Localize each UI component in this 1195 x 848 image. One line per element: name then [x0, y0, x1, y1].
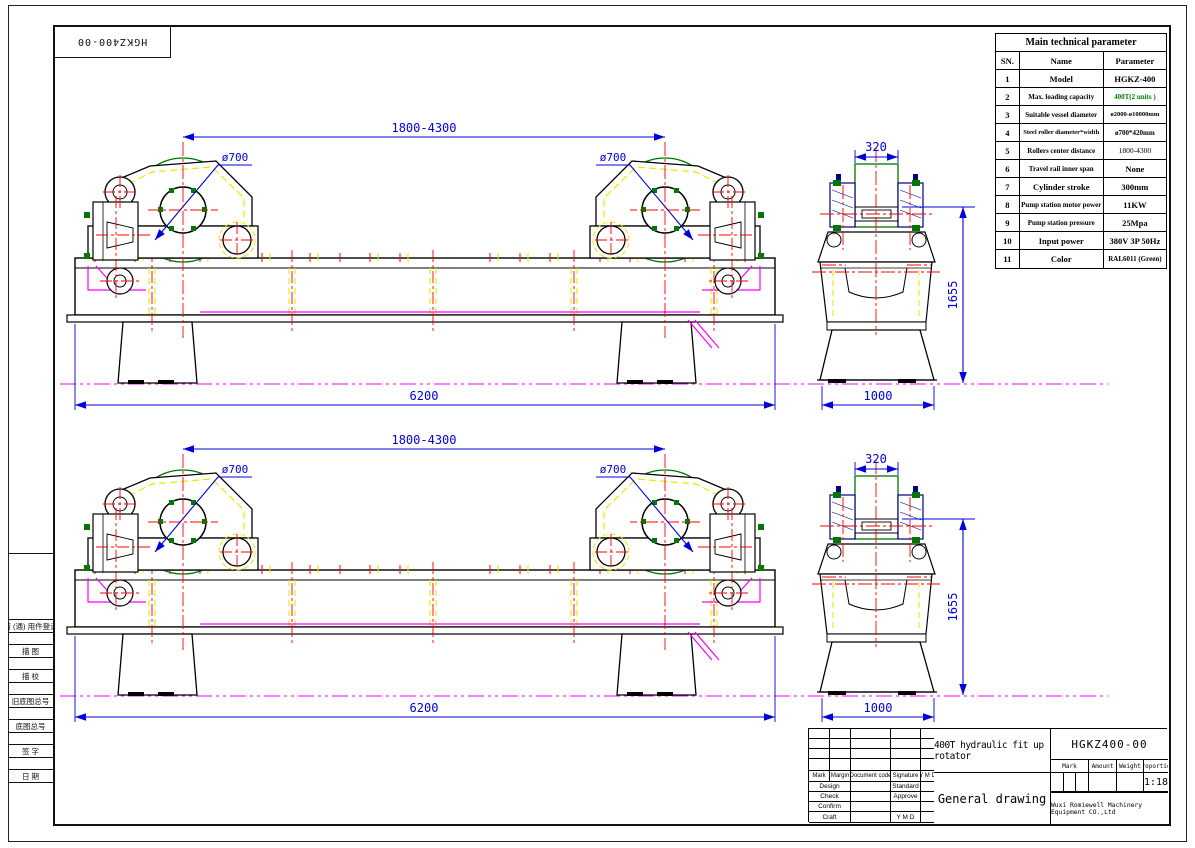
margin-blank-cell: [8, 553, 53, 620]
row-confirm-signature: [891, 802, 921, 812]
cell-sn: 2: [996, 88, 1020, 106]
cell-name: Model: [1019, 70, 1104, 88]
margin-field-label: 日 期: [8, 770, 53, 783]
right-header-row: Mark Amount Weight Proportion: [1051, 760, 1168, 773]
cell-sn: 9: [996, 214, 1020, 232]
margin-blank-cell: [8, 633, 53, 645]
scale-row: 1:18: [1051, 773, 1168, 792]
cell-param: None: [1103, 160, 1167, 178]
cell-sn: 11: [996, 250, 1020, 268]
cell-param: 11KW: [1103, 196, 1167, 214]
upper-drawing-row: [60, 121, 1108, 410]
margin-field-label: 描 图: [8, 645, 53, 658]
sheet-inner-frame: [53, 25, 1171, 826]
header-mark: Mark: [809, 771, 830, 782]
header-proportion: Proportion: [1144, 760, 1168, 773]
row-design: Design: [809, 782, 851, 792]
table-row: 5 Rollers center distance 1800-4300: [996, 142, 1167, 160]
row-design-signature: Standard: [891, 782, 921, 792]
param-table-header-row: SN. Name Parameter: [996, 52, 1167, 70]
cell-name: Steel roller diameter*width: [1019, 124, 1104, 142]
margin-field-label: 描 校: [8, 670, 53, 683]
drawing-number: HGKZ400-00: [1051, 729, 1168, 760]
cell-name: Pump station motor power: [1019, 196, 1104, 214]
cell-param: 25Mpa: [1103, 214, 1167, 232]
cell-name: Color: [1020, 250, 1104, 268]
lower-drawing-row: [60, 433, 1108, 722]
header-mark2: Mark: [1051, 760, 1089, 773]
drawing-name: General drawing: [934, 773, 1051, 824]
table-row: 2 Max. loading capacity 400T(2 units ): [996, 88, 1167, 106]
cell-name: Max. loading capacity: [1019, 88, 1104, 106]
cell-sn: 6: [996, 160, 1020, 178]
cell-param: 300mm: [1103, 178, 1167, 196]
table-row: 11 Color RAL6011 (Green): [996, 250, 1166, 268]
col-header-sn: SN.: [996, 52, 1020, 70]
table-row: 1 Model HGKZ-400: [996, 70, 1167, 88]
main-technical-parameter-table: Main technical parameter SN. Name Parame…: [995, 33, 1167, 269]
row-craft-signature: Y M D: [891, 812, 921, 823]
cell-param: ø2000-ø10000mm: [1103, 106, 1167, 124]
title-block-middle: 400T hydraulic fit up rotator General dr…: [934, 729, 1051, 824]
cell-sn: 10: [996, 232, 1020, 250]
cell-param: 400T(2 units ): [1103, 88, 1167, 106]
margin-blank-cell: [8, 708, 53, 720]
header-ymd: Y M D: [921, 771, 934, 782]
title-block: Mark Margin Document code Signature Y M …: [808, 728, 1168, 824]
margin-field-label: 签 字: [8, 745, 53, 758]
cell-sn: 4: [996, 124, 1020, 142]
header-amount: Amount: [1089, 760, 1117, 773]
param-table-title: Main technical parameter: [996, 34, 1166, 52]
cell-sn: 3: [996, 106, 1020, 124]
table-row: 3 Suitable vessel diameter ø2000-ø10000m…: [996, 106, 1167, 124]
cell-sn: 8: [996, 196, 1020, 214]
drawing-number-box: HGKZ400-00: [53, 25, 171, 58]
cell-sn: 7: [996, 178, 1020, 196]
cell-param: ø700*420mm: [1103, 124, 1167, 142]
margin-blank-cell: [8, 683, 53, 695]
margin-blank-cell: [8, 733, 53, 745]
product-title: 400T hydraulic fit up rotator: [934, 729, 1051, 773]
header-document-code: Document code: [851, 771, 891, 782]
cell-param: 380V 3P 50Hz: [1103, 232, 1167, 250]
cell-param: HGKZ-400: [1103, 70, 1167, 88]
table-row: 8 Pump station motor power 11KW: [996, 196, 1167, 214]
col-header-param: Parameter: [1103, 52, 1167, 70]
header-margin: Margin: [830, 771, 851, 782]
table-row: 9 Pump station pressure 25Mpa: [996, 214, 1167, 232]
row-craft: Craft: [809, 812, 851, 823]
margin-field-column: 借 (通) 用件登记 描 图 描 校 旧底图总号 底图总号 签 字 日 期: [8, 553, 53, 810]
cell-name: Rollers center distance: [1019, 142, 1104, 160]
row-confirm: Confirm: [809, 802, 851, 812]
header-signature: Signature: [891, 771, 921, 782]
row-check: Check: [809, 792, 851, 802]
scale-value: 1:18: [1144, 773, 1168, 792]
cell-name: Pump station pressure: [1019, 214, 1104, 232]
cell-sn: 5: [996, 142, 1020, 160]
margin-blank-cell: [8, 758, 53, 770]
margin-field-label: 旧底图总号: [8, 695, 53, 708]
row-check-signature: Approve: [891, 792, 921, 802]
sheet-outer-border: [8, 5, 1187, 842]
margin-field-label: 借 (通) 用件登记: [8, 620, 53, 633]
title-block-right: HGKZ400-00 Mark Amount Weight Proportion…: [1051, 729, 1168, 823]
cell-name: Cylinder stroke: [1019, 178, 1104, 196]
header-weight: Weight: [1117, 760, 1144, 773]
col-header-name: Name: [1019, 52, 1104, 70]
cell-param: RAL6011 (Green): [1108, 255, 1162, 263]
table-row: 7 Cylinder stroke 300mm: [996, 178, 1167, 196]
title-block-signature-grid: Mark Margin Document code Signature Y M …: [809, 729, 934, 823]
margin-field-label: 底图总号: [8, 720, 53, 733]
cell-name: Suitable vessel diameter: [1019, 106, 1104, 124]
cell-name: Travel rail inner span: [1019, 160, 1104, 178]
margin-blank-cell: [8, 658, 53, 670]
table-row: 4 Steel roller diameter*width ø700*420mm: [996, 124, 1167, 142]
company-name: Wuxi Romiewell Machinery Equipment CO.,L…: [1051, 792, 1168, 825]
cell-param: 1800-4300: [1103, 142, 1167, 160]
table-row: 6 Travel rail inner span None: [996, 160, 1167, 178]
cell-name: Input power: [1019, 232, 1104, 250]
cell-sn: 1: [996, 70, 1020, 88]
table-row: 10 Input power 380V 3P 50Hz: [996, 232, 1167, 250]
